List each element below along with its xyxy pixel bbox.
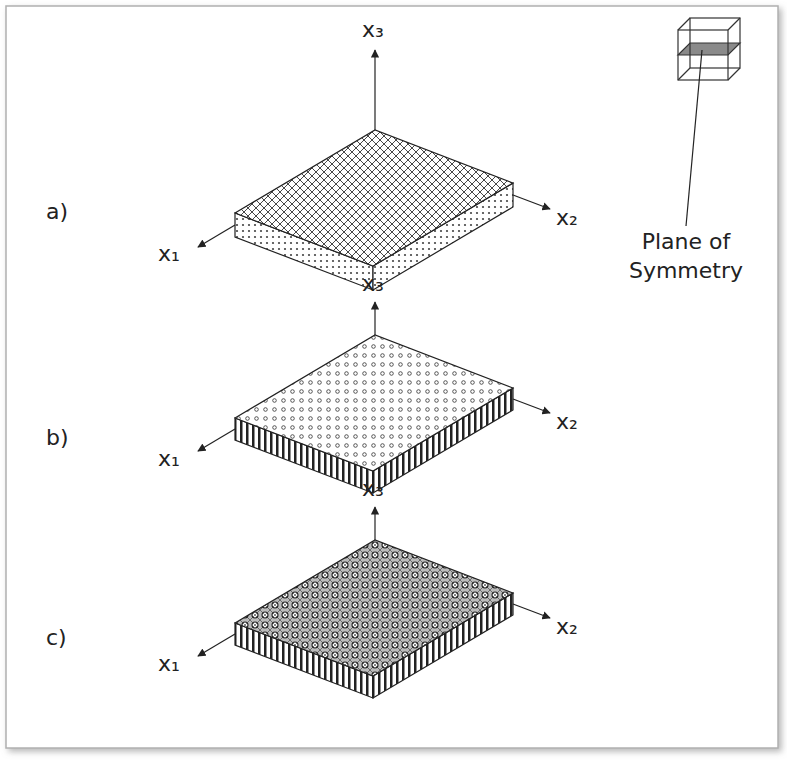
axis-label: x₃ (362, 475, 384, 504)
axis-label: x₂ (556, 408, 578, 437)
axis-label: x₂ (556, 204, 578, 233)
panel-letter: c) (46, 624, 67, 653)
plane-label: Plane of Symmetry (614, 228, 758, 285)
axis-label: x₁ (158, 445, 180, 474)
axis-label: x₃ (362, 270, 384, 299)
panel-letter: a) (46, 198, 68, 227)
panel-letter: b) (46, 424, 69, 453)
axis-label: x₁ (158, 650, 180, 679)
axis-label: x₃ (362, 16, 384, 45)
axis-label: x₂ (556, 613, 578, 642)
axis-label: x₁ (158, 240, 180, 269)
